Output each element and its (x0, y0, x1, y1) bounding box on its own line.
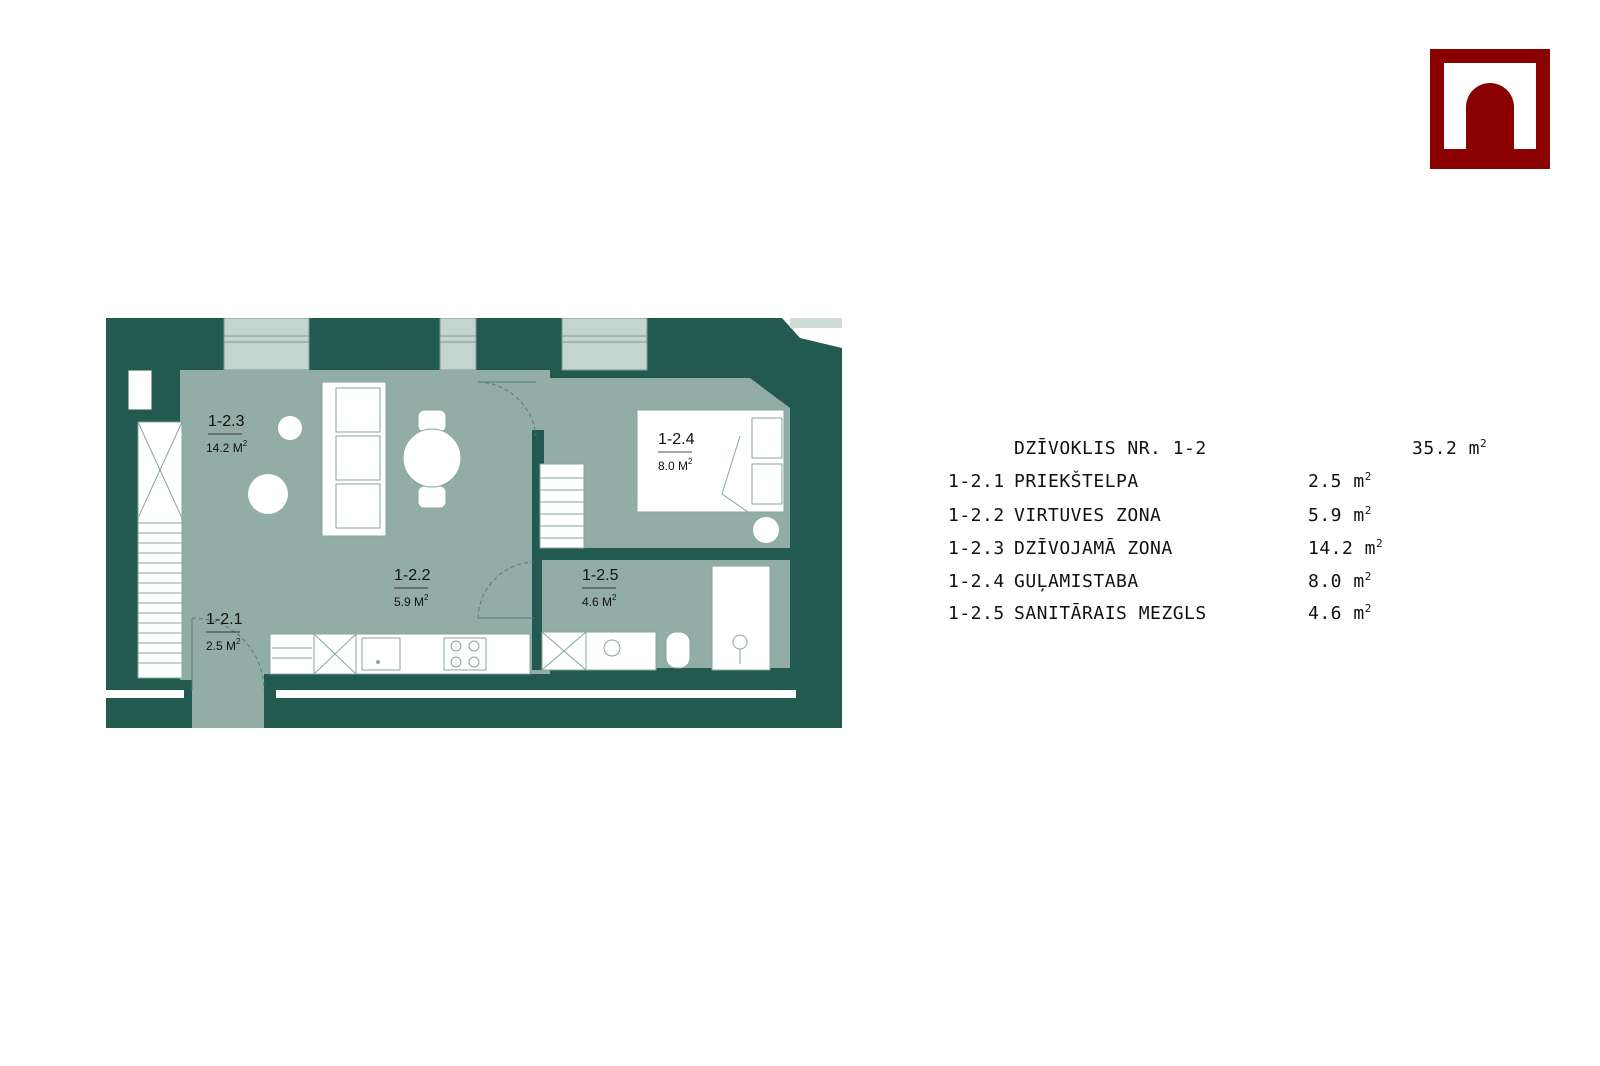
wardrobe (127, 369, 183, 679)
room-area: 14.2 M2 (206, 439, 248, 455)
room-number: 1-2.3 (208, 413, 245, 430)
wardrobe-shelves (138, 522, 182, 664)
room-code: 1-2.2 (948, 505, 1005, 526)
legend-row: 1-2.4 GUĻAMISTABA 8.0 m2 (948, 571, 1508, 601)
room-label-r2: 1-2.2 5.9 M2 (394, 567, 431, 609)
room-label-r1: 1-2.1 2.5 M2 (206, 611, 243, 653)
window-1 (223, 318, 310, 371)
room-name: DZĪVOJAMĀ ZONA (1014, 538, 1173, 559)
bedroom-door-swing (477, 381, 537, 437)
room-number: 1-2.1 (206, 611, 243, 628)
room-label-r3: 1-2.3 14.2 M2 (206, 413, 248, 455)
room-area-value: 2.5 m2 (1308, 470, 1372, 492)
side-table (278, 416, 302, 440)
entrance-threshold (192, 686, 264, 728)
arch-logo-icon (1430, 49, 1550, 169)
room-area: 5.9 M2 (394, 593, 429, 609)
window-mullions (224, 335, 647, 343)
room-code: 1-2.3 (948, 538, 1005, 559)
window-2 (439, 318, 477, 371)
bedside-stool (753, 517, 779, 543)
room-area-value: 14.2 m2 (1308, 537, 1384, 559)
room-code: 1-2.1 (948, 471, 1005, 492)
bedroom-shelf (539, 463, 585, 549)
room-code: 1-2.5 (948, 603, 1005, 624)
legend-row: 1-2.5 SANITĀRAIS MEZGLS 4.6 m2 (948, 603, 1508, 633)
room-name: VIRTUVES ZONA (1014, 505, 1162, 526)
apartment-name: DZĪVOKLIS NR. 1-2 (1014, 438, 1207, 459)
room-label-r4: 1-2.4 8.0 M2 (658, 431, 695, 473)
room-area: 8.0 M2 (658, 457, 693, 473)
room-name: PRIEKŠTELPA (1014, 471, 1139, 492)
room-label-r5: 1-2.5 4.6 M2 (582, 567, 619, 609)
room-number: 1-2.4 (658, 431, 695, 448)
legend-title-row: DZĪVOKLIS NR. 1-2 35.2 m2 (948, 438, 1508, 468)
partitions (264, 430, 804, 686)
legend-row: 1-2.2 VIRTUVES ZONA 5.9 m2 (948, 505, 1508, 535)
logo-arch (1444, 63, 1536, 149)
room-name: GUĻAMISTABA (1014, 571, 1139, 592)
neighbour-wall (790, 318, 842, 328)
bottom-window-2 (276, 690, 796, 698)
floor-plan: 1-2.3 14.2 M2 1-2.4 8.0 M2 1-2.2 5.9 M2 … (106, 318, 842, 728)
kitchen-counter (269, 633, 531, 675)
legend-row: 1-2.3 DZĪVOJAMĀ ZONA 14.2 m2 (948, 538, 1508, 568)
dining-set (402, 409, 462, 509)
legend-row: 1-2.1 PRIEKŠTELPA 2.5 m2 (948, 471, 1508, 501)
windows (223, 318, 648, 371)
entrance-door-swing (191, 617, 265, 691)
apartment-total-area: 35.2 m2 (1412, 437, 1488, 459)
bathroom-door-swing (477, 561, 535, 619)
window-3 (561, 318, 648, 371)
room-area: 4.6 M2 (582, 593, 617, 609)
bathroom-fixtures (541, 565, 771, 671)
area-legend: DZĪVOKLIS NR. 1-2 35.2 m2 1-2.1 PRIEKŠTE… (948, 438, 1508, 638)
bed (636, 409, 785, 513)
room-number: 1-2.5 (582, 567, 619, 584)
coffee-table (248, 474, 288, 514)
room-area-value: 5.9 m2 (1308, 504, 1372, 526)
bottom-window (106, 690, 184, 698)
room-code: 1-2.4 (948, 571, 1005, 592)
room-name: SANITĀRAIS MEZGLS (1014, 603, 1207, 624)
room-area-value: 8.0 m2 (1308, 570, 1372, 592)
sofa (321, 381, 387, 537)
room-number: 1-2.2 (394, 567, 431, 584)
room-area: 2.5 M2 (206, 637, 241, 653)
room-area-value: 4.6 m2 (1308, 602, 1372, 624)
